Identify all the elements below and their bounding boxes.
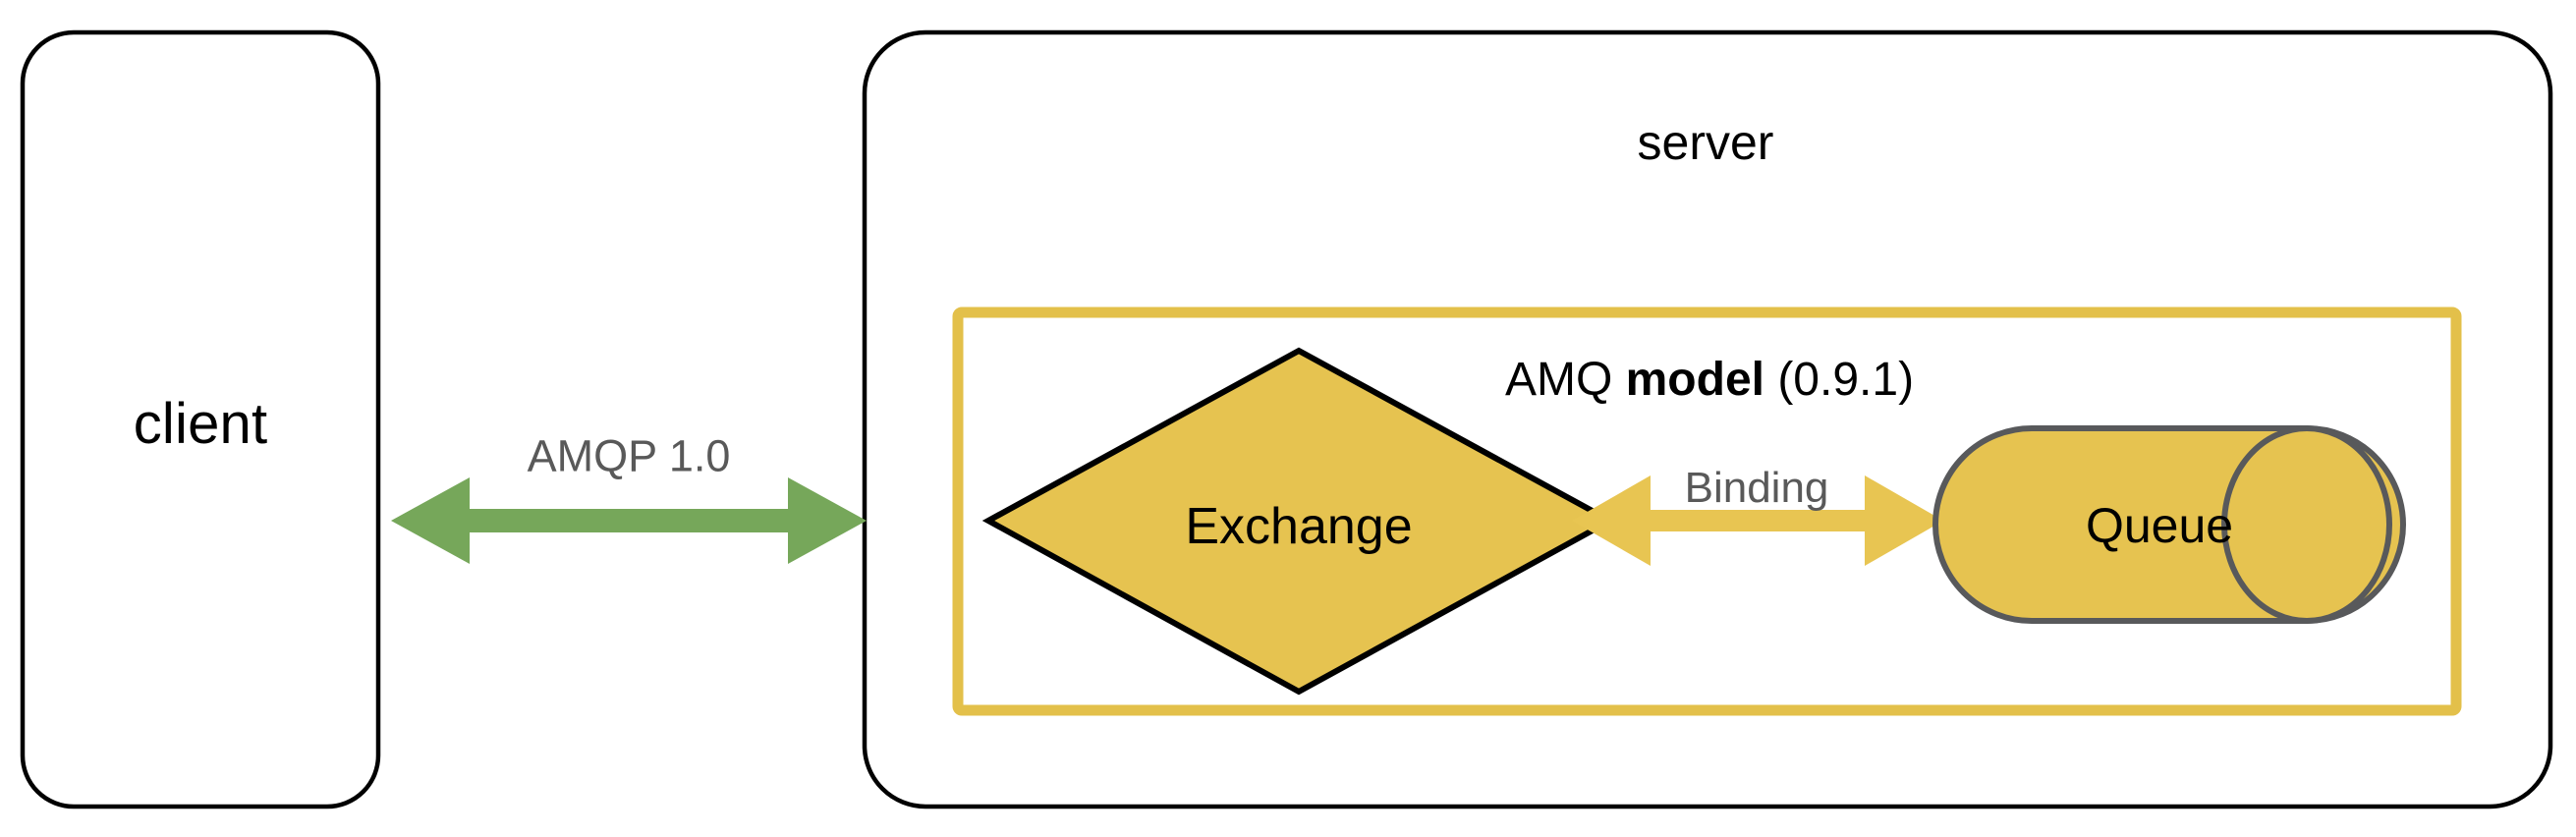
- queue-cylinder[interactable]: [1932, 425, 2406, 624]
- amq-model-label: AMQ model (0.9.1): [1505, 357, 1914, 404]
- queue-label: Queue: [2085, 498, 2234, 553]
- amqp-edge-label: AMQP 1.0: [527, 430, 731, 481]
- amq-model-label-bold: model: [1625, 354, 1764, 406]
- exchange-label: Exchange: [1185, 498, 1413, 555]
- exchange-diamond[interactable]: [981, 347, 1617, 696]
- client-label: client: [133, 392, 268, 456]
- client-box[interactable]: [20, 29, 381, 809]
- server-label: server: [1637, 115, 1774, 170]
- amq-model-label-prefix: AMQ: [1504, 354, 1626, 406]
- amq-model-label-suffix: (0.9.1): [1764, 354, 1915, 406]
- binding-edge-label: Binding: [1684, 464, 1829, 512]
- amqp-arrow[interactable]: [391, 477, 867, 564]
- binding-arrow[interactable]: [1572, 475, 1943, 566]
